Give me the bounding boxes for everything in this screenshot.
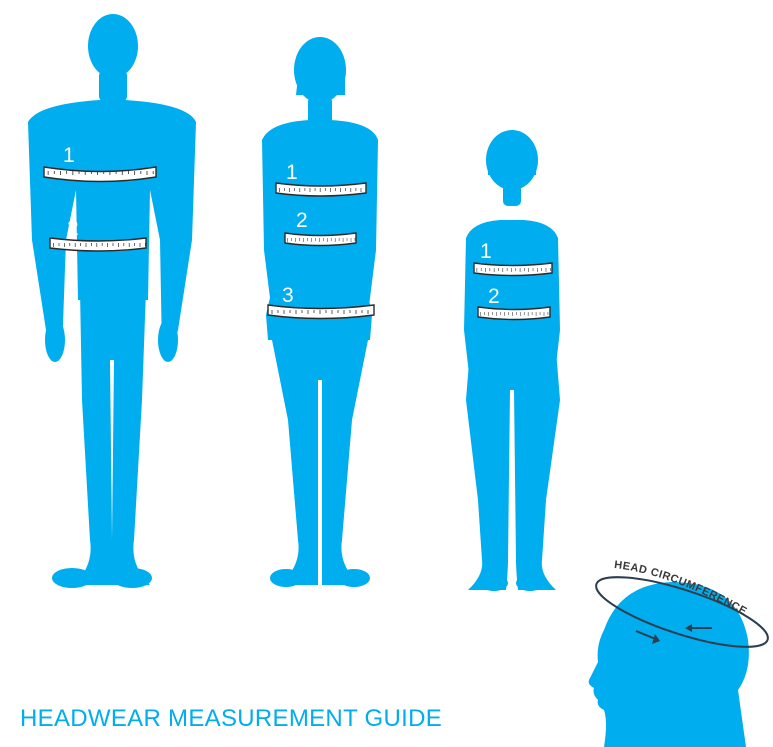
child-marker-2: 2 <box>488 285 500 308</box>
child-silhouette <box>464 130 560 591</box>
child-figure: 1 2 <box>464 130 560 591</box>
man-marker-2: 2 <box>67 217 79 240</box>
page-title: HEADWEAR MEASUREMENT GUIDE <box>20 705 442 733</box>
child-marker-1: 1 <box>480 240 492 263</box>
woman-marker-1: 1 <box>286 161 298 184</box>
man-silhouette <box>28 14 196 588</box>
head-figure: HEAD CIRCUMFERENCE <box>589 559 773 747</box>
woman-figure: 1 2 3 <box>262 37 378 587</box>
woman-marker-3: 3 <box>282 284 294 307</box>
man-figure: 1 2 <box>28 14 196 588</box>
woman-marker-2: 2 <box>296 209 308 232</box>
man-marker-1: 1 <box>63 144 75 167</box>
